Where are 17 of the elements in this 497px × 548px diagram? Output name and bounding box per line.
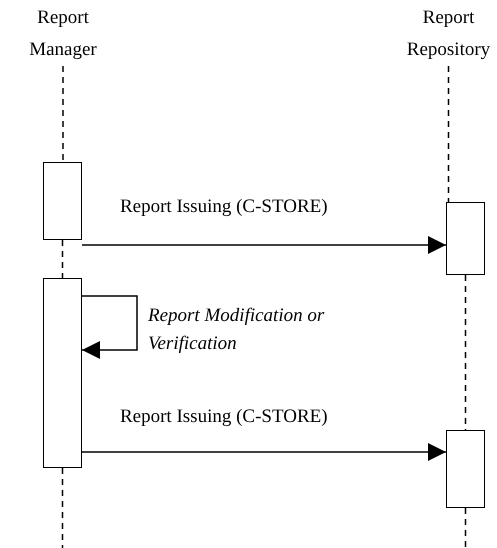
activation-bar <box>446 430 485 508</box>
lifeline <box>464 508 466 548</box>
participant-label: Report Repository <box>400 2 497 66</box>
edge-label: Report Issuing (C-STORE) <box>120 196 328 218</box>
participant-label: Report Manager <box>13 2 113 66</box>
activation-bar <box>43 162 82 240</box>
activation-bar <box>446 202 485 275</box>
message-arrow <box>82 443 446 461</box>
self-message-arrow <box>82 295 138 359</box>
lifeline <box>448 66 450 202</box>
lifeline <box>62 240 64 278</box>
activation-bar <box>43 278 82 468</box>
lifeline <box>62 468 64 548</box>
lifeline <box>62 66 64 162</box>
lifeline <box>464 275 466 430</box>
edge-label: Report Issuing (C-STORE) <box>120 406 328 428</box>
message-arrow <box>82 236 446 254</box>
